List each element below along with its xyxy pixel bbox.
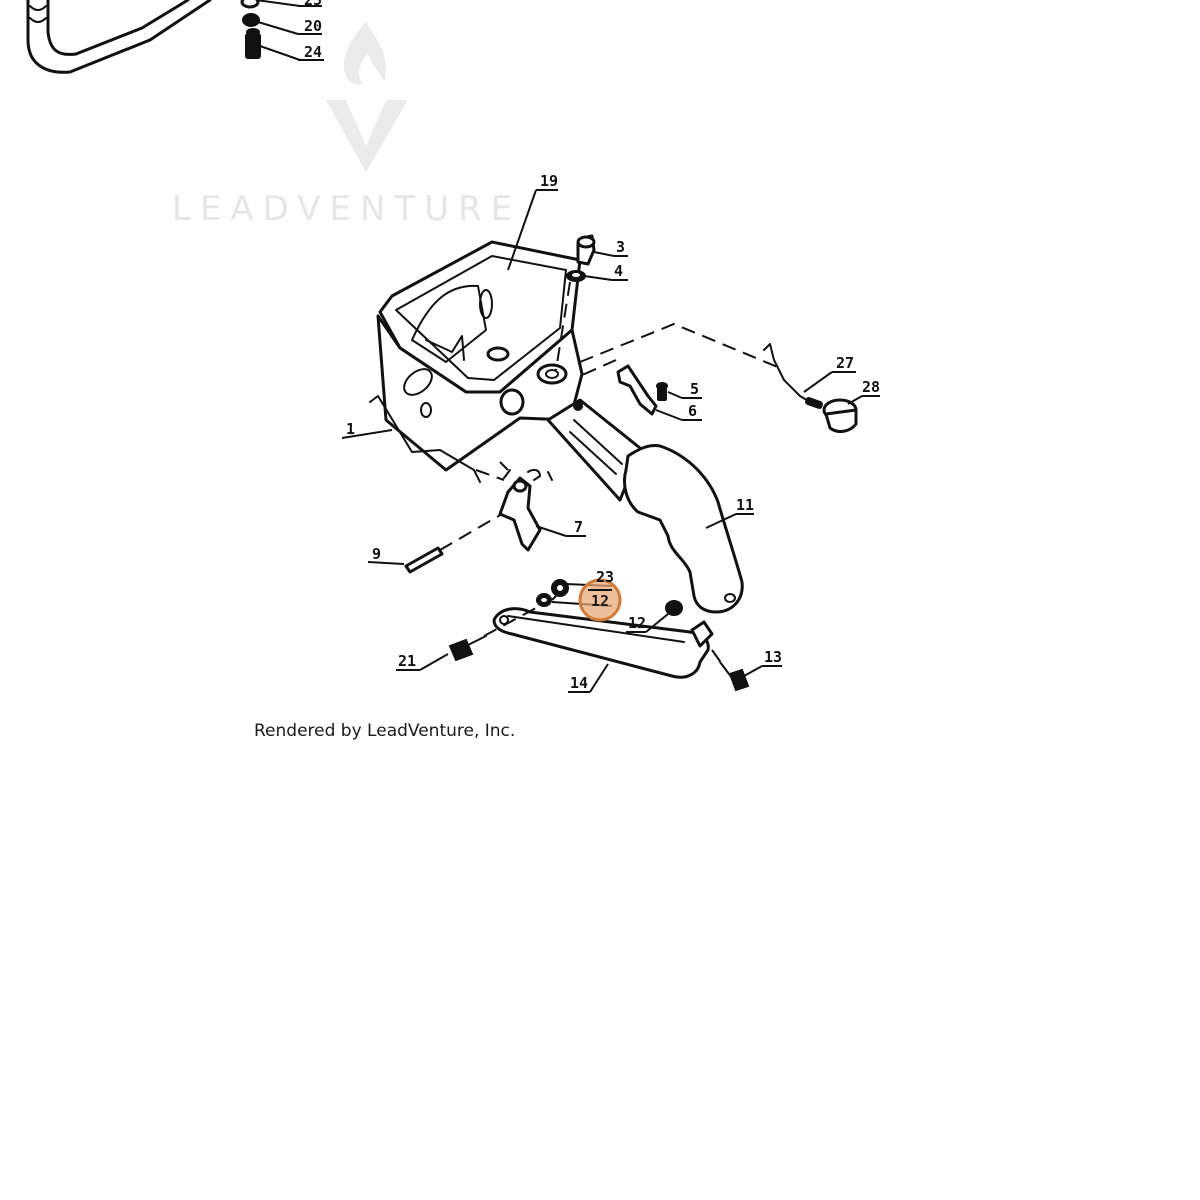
callout-20[interactable]: 20 — [304, 17, 322, 35]
v-chevron-watermark-icon — [326, 100, 408, 172]
callout-11[interactable]: 11 — [736, 496, 754, 514]
callout-23[interactable]: 23 — [596, 568, 614, 586]
top-hardware — [240, 0, 324, 61]
callout-13[interactable]: 13 — [764, 648, 782, 666]
pin-9 — [404, 546, 444, 574]
callout-4[interactable]: 4 — [614, 262, 623, 280]
screw-3-washer-4 — [566, 234, 596, 282]
callout-27[interactable]: 27 — [836, 354, 854, 372]
callout-25[interactable]: 25 — [304, 0, 322, 9]
front-guard — [492, 607, 714, 679]
bolt-21 — [448, 635, 487, 662]
callout-24[interactable]: 24 — [304, 43, 322, 61]
callout-1[interactable]: 1 — [346, 420, 355, 438]
flame-watermark-icon — [343, 22, 386, 85]
callout-6[interactable]: 6 — [688, 402, 697, 420]
highlight-label[interactable]: 12 — [591, 592, 609, 610]
watermark-text: LEADVENTURE — [172, 189, 521, 229]
tank-housing — [376, 240, 584, 472]
washer-12 — [536, 593, 552, 607]
callout-21[interactable]: 21 — [398, 652, 416, 670]
rod-27 — [763, 343, 823, 409]
throttle-rod — [369, 395, 553, 483]
callout-3[interactable]: 3 — [616, 238, 625, 256]
throttle-trigger — [498, 469, 542, 552]
assembly-lines — [439, 281, 781, 665]
handle-tube-partial — [26, 0, 212, 74]
nut-12-right — [665, 600, 683, 616]
leadventure-watermark: LEADVENTURE — [172, 22, 521, 229]
nut-23 — [551, 579, 569, 597]
callout-7[interactable]: 7 — [574, 518, 583, 536]
callout-14[interactable]: 14 — [570, 674, 588, 692]
callout-28[interactable]: 28 — [862, 378, 880, 396]
bolt-13 — [719, 661, 750, 692]
callout-12-right[interactable]: 12 — [628, 614, 646, 632]
bracket-6-screw-5 — [616, 364, 668, 416]
highlighted-callout-12[interactable]: 12 — [578, 578, 622, 622]
rendered-by-footer: Rendered by LeadVenture, Inc. — [254, 721, 515, 741]
callout-19[interactable]: 19 — [540, 172, 558, 190]
callout-labels: 25 20 24 19 3 4 27 28 5 6 1 11 7 9 23 12… — [304, 0, 880, 692]
fitting-28 — [822, 398, 858, 433]
callout-9[interactable]: 9 — [372, 545, 381, 563]
callout-5[interactable]: 5 — [690, 380, 699, 398]
rear-grip — [623, 444, 744, 614]
